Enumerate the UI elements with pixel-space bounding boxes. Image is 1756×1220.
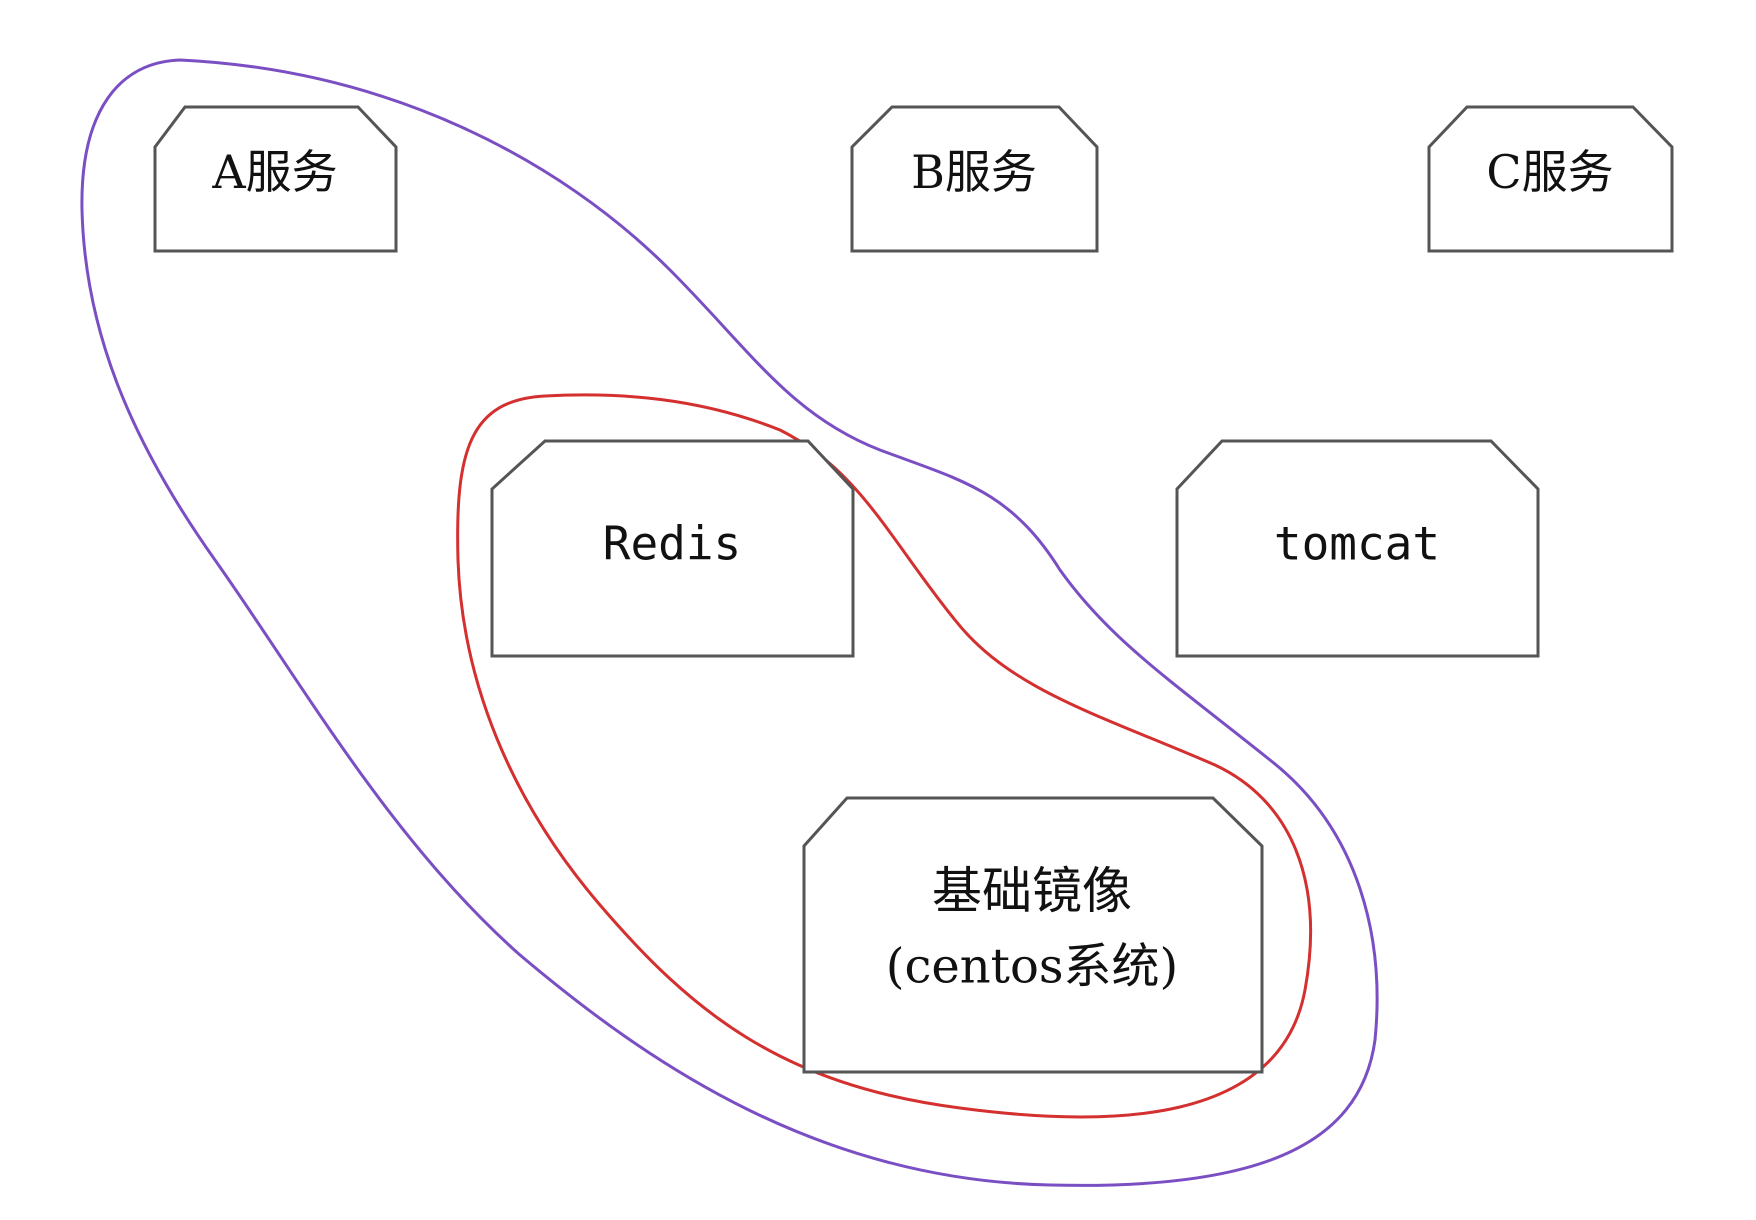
c-service-node: C服务 <box>1427 105 1674 253</box>
tomcat-label: tomcat <box>1274 517 1440 571</box>
inner-group-outline <box>456 393 1313 1119</box>
outer-group-outline <box>80 58 1379 1187</box>
b-service-node: B服务 <box>850 105 1099 253</box>
base-image-node: 基础镜像 (centos系统) <box>802 796 1264 1074</box>
c-service-label: C服务 <box>1486 145 1613 199</box>
redis-label: Redis <box>603 517 741 571</box>
b-service-label: B服务 <box>911 145 1037 199</box>
c-service-box <box>1427 105 1674 253</box>
redis-node: Redis <box>490 439 855 658</box>
a-service-node: A服务 <box>153 105 398 253</box>
a-service-box <box>153 105 398 253</box>
redis-box <box>490 439 855 658</box>
b-service-box <box>850 105 1099 253</box>
tomcat-box <box>1175 439 1540 658</box>
base-image-box <box>802 796 1264 1074</box>
tomcat-node: tomcat <box>1175 439 1540 658</box>
base-image-label-line2: (centos系统) <box>886 939 1178 995</box>
base-image-label-line1: 基础镜像 <box>932 862 1132 920</box>
a-service-label: A服务 <box>211 145 337 199</box>
